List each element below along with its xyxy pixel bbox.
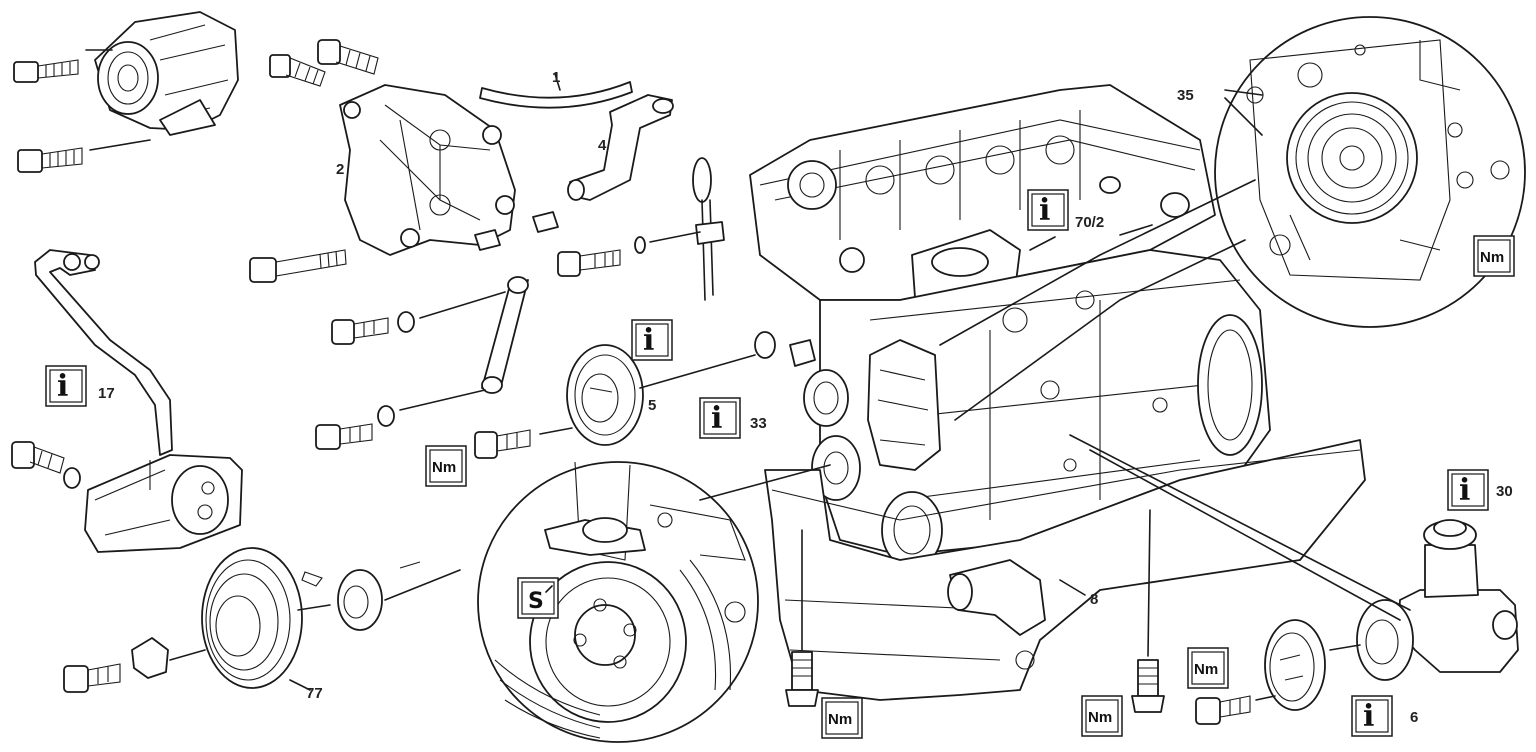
oil-drain-bolt <box>1131 509 1165 713</box>
info-icon-glyph: i <box>711 401 722 436</box>
dipstick <box>692 157 725 301</box>
oil-drain-bolt <box>785 529 819 707</box>
water-pump-pulley <box>1264 619 1326 711</box>
torque-nm-icon: Nm <box>1473 235 1515 277</box>
hose <box>479 73 633 109</box>
info-icon-glyph: i <box>643 323 654 358</box>
engine-block <box>749 84 1366 701</box>
alternator <box>94 11 239 136</box>
info-icon: i <box>699 397 741 439</box>
torque-nm-icon: Nm <box>1081 695 1123 737</box>
bolt <box>331 291 506 345</box>
bolt <box>317 39 379 75</box>
tension-strut <box>481 276 529 394</box>
bolt <box>13 49 113 83</box>
vacuum-pump <box>84 454 243 553</box>
water-pipe <box>567 94 674 201</box>
torque-nm-icon: Nm <box>1187 647 1229 689</box>
callout-8: 8 <box>1090 591 1098 608</box>
tensioner-pulley <box>566 331 776 446</box>
torque-nm-icon: Nm <box>821 697 863 739</box>
bolt <box>17 139 151 173</box>
alternator-bracket <box>339 84 516 256</box>
callout-70-2: 70/2 <box>1075 214 1104 231</box>
bolt <box>315 389 486 450</box>
torque-nm-label: Nm <box>1194 661 1218 678</box>
bolt <box>474 427 573 459</box>
bolt <box>1195 695 1276 725</box>
info-icon: i <box>1027 189 1069 231</box>
info-icon-glyph: i <box>57 369 68 404</box>
info-icon: i <box>1351 695 1393 737</box>
info-icon-glyph: i <box>1459 473 1470 508</box>
callout-77: 77 <box>306 685 323 702</box>
info-icon-glyph: i <box>1039 193 1050 228</box>
callout-6: 6 <box>1410 709 1418 726</box>
callout-35: 35 <box>1177 87 1194 104</box>
bolt <box>63 637 206 693</box>
detail-view-crank <box>477 461 759 743</box>
torque-nm-label: Nm <box>1088 709 1112 726</box>
bolt <box>269 54 326 87</box>
callout-4: 4 <box>598 137 607 154</box>
info-icon: i <box>631 319 673 361</box>
bolt <box>249 249 347 283</box>
oil-pipe <box>34 249 173 456</box>
bolt <box>557 231 701 277</box>
dowel-sleeve <box>474 211 559 251</box>
leader-lines <box>289 89 1411 691</box>
callout-2: 2 <box>336 161 344 178</box>
callout-17: 17 <box>98 385 115 402</box>
special-tool-glyph: S <box>528 589 544 614</box>
torque-nm-icon: Nm <box>425 445 467 487</box>
torque-nm-label: Nm <box>828 711 852 728</box>
info-icon: i <box>1447 469 1489 511</box>
callout-1: 1 <box>552 69 560 86</box>
detail-view-timing <box>1214 16 1526 328</box>
special-tool-icon: S <box>517 577 559 619</box>
torque-nm-label: Nm <box>432 459 456 476</box>
torque-nm-label: Nm <box>1480 249 1504 266</box>
crankshaft-pulley <box>201 547 461 689</box>
callout-33: 33 <box>750 415 767 432</box>
info-icon-glyph: i <box>1363 699 1374 734</box>
water-pump <box>1329 519 1519 681</box>
bolt <box>11 441 81 489</box>
callout-30: 30 <box>1496 483 1513 500</box>
info-icon: i <box>45 365 87 407</box>
callout-5: 5 <box>648 397 656 414</box>
